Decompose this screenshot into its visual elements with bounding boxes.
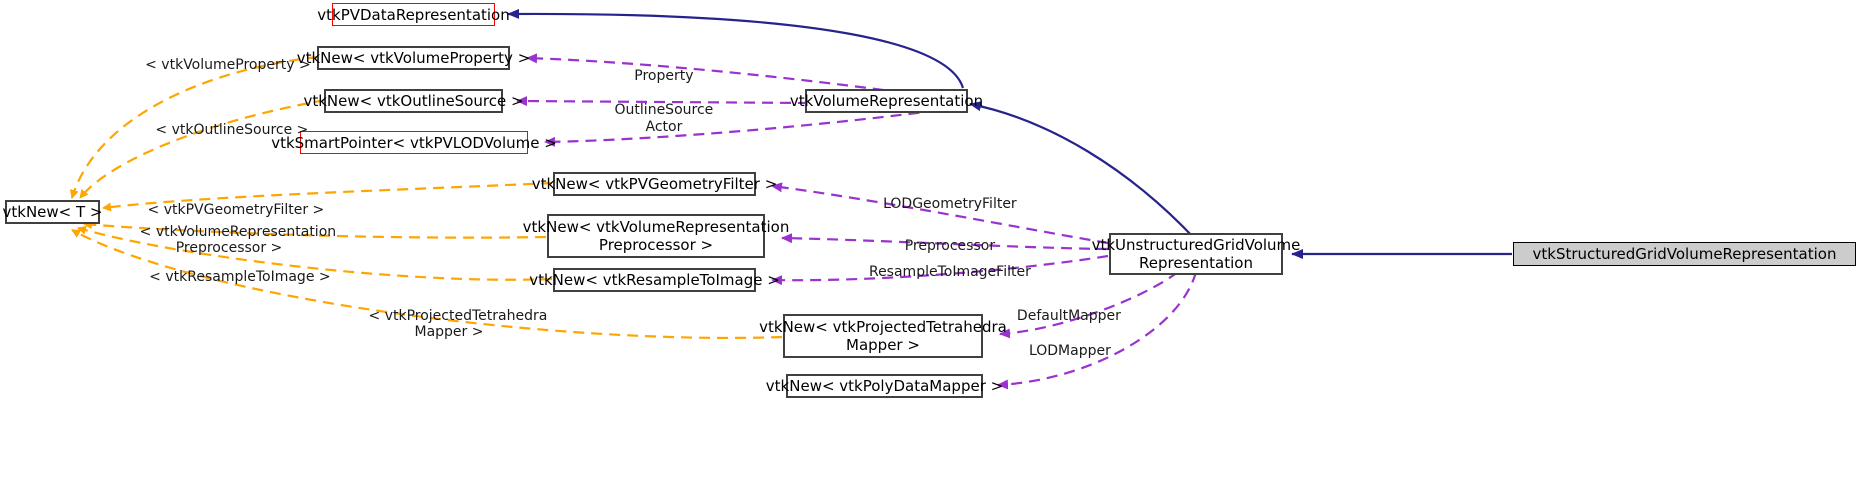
label-text: OutlineSource bbox=[614, 102, 714, 118]
node-vtkSmartPointer-vtkPVLODVolume[interactable]: vtkSmartPointer< vtkPVLODVolume > bbox=[271, 131, 557, 154]
node-label: vtkNew< vtkPVGeometryFilter > bbox=[531, 175, 778, 193]
edge-template-outlinesource bbox=[79, 98, 327, 199]
label-text: < vtkOutlineSource > bbox=[155, 122, 309, 138]
edge-inherit-volumerep-to-pvdatarep bbox=[507, 8, 965, 89]
edge-usage-defaultmapper bbox=[999, 271, 1179, 339]
label-usage-property: Property bbox=[570, 52, 740, 100]
node-label: vtkNew< vtkPolyDataMapper > bbox=[765, 377, 1004, 395]
node-vtkNew-vtkVolumeRepresentationPreprocessor[interactable]: vtkNew< vtkVolumeRepresentation Preproce… bbox=[523, 214, 789, 258]
label-text: LODMapper bbox=[1028, 343, 1111, 359]
node-vtkPVDataRepresentation[interactable]: vtkPVDataRepresentation bbox=[317, 3, 510, 26]
node-vtkNew-vtkProjectedTetrahedraMapper[interactable]: vtkNew< vtkProjectedTetrahedra Mapper > bbox=[759, 314, 1007, 358]
edge-template-projtetmapper bbox=[71, 229, 783, 340]
label-template-vtkVolumeProperty: < vtkVolumeProperty > bbox=[124, 41, 314, 89]
label-template-vtkOutlineSource: < vtkOutlineSource > bbox=[128, 106, 318, 154]
node-label: vtkNew< T > bbox=[2, 203, 103, 221]
node-label: vtkNew< vtkVolumeProperty > bbox=[296, 49, 531, 67]
node-vtkVolumeRepresentation[interactable]: vtkVolumeRepresentation bbox=[790, 89, 983, 113]
edge-usage-resampletoimagefilter bbox=[771, 254, 1109, 286]
label-text: < vtkPVGeometryFilter > bbox=[147, 202, 325, 218]
edge-template-preprocessor bbox=[83, 220, 547, 239]
edge-template-pvgeometryfilter bbox=[102, 181, 553, 212]
label-usage-defaultmapper: DefaultMapper bbox=[940, 292, 1180, 340]
node-label: vtkVolumeRepresentation bbox=[789, 92, 984, 110]
node-label: vtkSmartPointer< vtkPVLODVolume > bbox=[271, 133, 557, 152]
edge-usage-lodmapper bbox=[997, 271, 1198, 390]
node-label: vtkNew< vtkProjectedTetrahedra Mapper > bbox=[759, 318, 1007, 354]
node-label: vtkNew< vtkVolumeRepresentation Preproce… bbox=[522, 218, 790, 254]
label-text: Actor bbox=[645, 119, 683, 135]
node-vtkNew-vtkOutlineSource[interactable]: vtkNew< vtkOutlineSource > bbox=[303, 89, 524, 113]
label-usage-resampletoimagefilter: ResampleToImageFilter bbox=[806, 248, 1076, 296]
label-usage-lodgeometryfilter: LODGeometryFilter bbox=[806, 180, 1076, 228]
node-vtkUnstructuredGridVolumeRepresentation[interactable]: vtkUnstructuredGridVolume Representation bbox=[1092, 233, 1300, 275]
label-usage-outlinesource: OutlineSource bbox=[570, 86, 740, 134]
node-label: vtkUnstructuredGridVolume Representation bbox=[1091, 236, 1301, 272]
label-text: DefaultMapper bbox=[1016, 308, 1121, 324]
label-usage-actor: Actor bbox=[570, 103, 740, 151]
label-text: < vtkVolumeRepresentation Preprocessor > bbox=[139, 224, 337, 256]
edge-template-resampletoimage bbox=[77, 225, 553, 281]
node-vtkNew-vtkVolumeProperty[interactable]: vtkNew< vtkVolumeProperty > bbox=[297, 46, 530, 70]
label-text: < vtkResampleToImage > bbox=[149, 269, 331, 285]
label-template-vtkPVGeometryFilter: < vtkPVGeometryFilter > bbox=[112, 186, 342, 234]
node-vtkNew-vtkPVGeometryFilter[interactable]: vtkNew< vtkPVGeometryFilter > bbox=[532, 172, 777, 196]
edge-usage-preprocessor bbox=[781, 233, 1109, 251]
node-vtkNew-vtkResampleToImage[interactable]: vtkNew< vtkResampleToImage > bbox=[529, 268, 780, 292]
node-vtkNew-vtkPolyDataMapper[interactable]: vtkNew< vtkPolyDataMapper > bbox=[766, 374, 1003, 398]
edge-usage-lodgeometryfilter bbox=[771, 182, 1109, 245]
node-vtkStructuredGridVolumeRepresentation[interactable]: vtkStructuredGridVolumeRepresentation bbox=[1513, 242, 1856, 266]
edge-usage-actor bbox=[544, 106, 956, 147]
label-text: < vtkVolumeProperty > bbox=[145, 57, 311, 73]
edge-template-volumeproperty bbox=[69, 55, 319, 199]
node-vtkNew-T[interactable]: vtkNew< T > bbox=[2, 200, 103, 224]
label-text: < vtkProjectedTetrahedra Mapper > bbox=[368, 308, 548, 340]
node-label: vtkNew< vtkResampleToImage > bbox=[529, 271, 780, 289]
label-text: Preprocessor bbox=[904, 238, 996, 254]
label-text: Property bbox=[634, 68, 694, 84]
label-template-vtkProjectedTetrahedraMapper: < vtkProjectedTetrahedra Mapper > bbox=[325, 292, 573, 356]
label-usage-preprocessor: Preprocessor bbox=[806, 222, 1076, 270]
label-template-vtkVolumeRepresentationPreprocessor: < vtkVolumeRepresentation Preprocessor > bbox=[108, 208, 350, 272]
label-template-vtkResampleToImage: < vtkResampleToImage > bbox=[120, 253, 342, 301]
label-text: ResampleToImageFilter bbox=[868, 264, 1031, 280]
node-label: vtkStructuredGridVolumeRepresentation bbox=[1532, 245, 1837, 263]
node-label: vtkNew< vtkOutlineSource > bbox=[303, 92, 524, 110]
label-usage-lodmapper: LODMapper bbox=[950, 327, 1172, 375]
label-text: LODGeometryFilter bbox=[883, 196, 1017, 212]
edge-inherit-ugvolrep-to-volumerep bbox=[969, 101, 1196, 240]
node-label: vtkPVDataRepresentation bbox=[317, 5, 510, 24]
